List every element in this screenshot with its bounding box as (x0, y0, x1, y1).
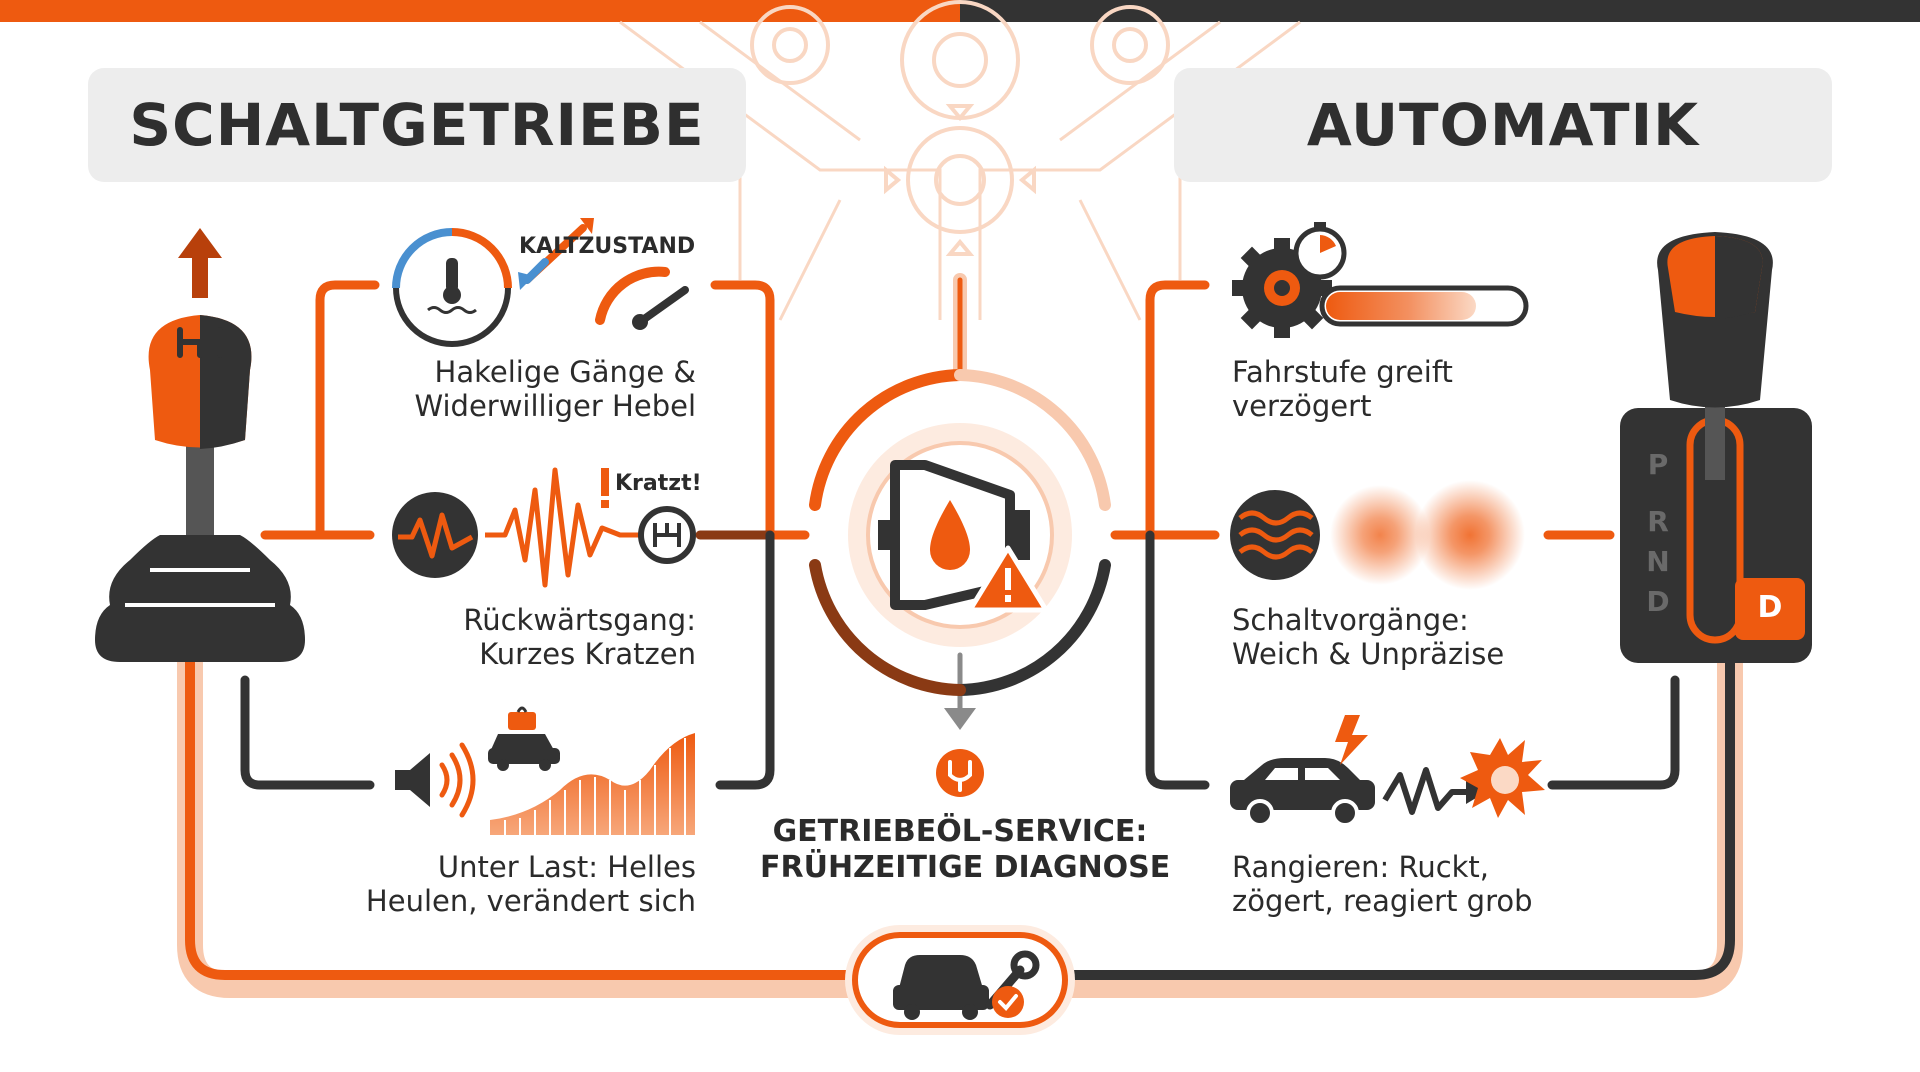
blurry-shift-glow (1330, 480, 1525, 590)
connectors (177, 273, 1743, 998)
manual-symptom-2-line-1: Rückwärtsgang: (463, 603, 696, 637)
gear-letter-d: D (1646, 585, 1670, 618)
top-bar-accent (0, 0, 960, 22)
soft-shift-wave-icon (1230, 490, 1320, 580)
car-service-badge (845, 925, 1075, 1035)
manual-symptom-3-text: Unter Last: Helles Heulen, verändert sic… (366, 850, 696, 918)
left-header-panel (88, 68, 746, 182)
car-jerk-icon (1230, 758, 1375, 827)
automatic-symptom-3-line-1: Rangieren: Ruckt, (1232, 850, 1490, 884)
warning-icon (967, 545, 1049, 613)
service-diagnosis-text: GETRIEBEÖL-SERVICE: FRÜHZEITIGE DIAGNOSE (760, 814, 1171, 886)
automatic-symptom-1-line-2: verzögert (1232, 389, 1372, 423)
manual-symptom-1-text: Hakelige Gänge & Widerwilliger Hebel (414, 355, 696, 423)
outer-loop-orange (185, 655, 865, 980)
vibration-icon (392, 492, 478, 578)
jerk-zigzag-arrow-icon (1382, 767, 1470, 815)
delay-progress-bar (1319, 285, 1529, 327)
right-header-panel (1174, 68, 1832, 182)
gear-letter-n: N (1646, 545, 1670, 578)
outer-loop-right-dark (1055, 655, 1735, 980)
manual-symptom-3-line-1: Unter Last: Helles (437, 850, 696, 884)
automatic-symptom-2-text: Schaltvorgänge: Weich & Unpräzise (1232, 603, 1504, 671)
top-bar-dark (960, 0, 1920, 22)
coolant-temp-gauge-icon (392, 228, 512, 347)
automatic-gear-selector (1620, 232, 1812, 663)
active-gear-indicator: D (1757, 590, 1783, 625)
temperature-arrow-icon (518, 218, 594, 290)
speaker-icon (395, 742, 476, 818)
manual-symptom-1-line-2: Widerwilliger Hebel (414, 389, 696, 423)
outer-loop-right-light (1047, 647, 1743, 998)
service-sensor-icon (936, 749, 984, 797)
automatic-symptom-1-text: Fahrstufe greift verzögert (1232, 355, 1453, 423)
speedometer-icon (595, 266, 689, 330)
manual-symptom-2-line-2: Kurzes Kratzen (479, 637, 696, 671)
automatic-symptom-3-text: Rangieren: Ruckt, zögert, reagiert grob (1232, 850, 1533, 918)
gear-letter-p: P (1647, 448, 1669, 481)
loaded-car-icon (488, 706, 560, 771)
scratch-waveform-icon (485, 467, 640, 588)
down-arrow-icon (944, 708, 976, 730)
automatic-header-title: AUTOMATIK (1306, 91, 1700, 159)
sound-area-bars (504, 738, 686, 835)
service-line-1: GETRIEBEÖL-SERVICE: (772, 814, 1148, 849)
gear-letter-r: R (1647, 505, 1669, 538)
lightning-icon (1335, 715, 1368, 765)
alert-mark-icon (601, 468, 609, 508)
cold-state-label: KALTZUSTAND (519, 234, 696, 259)
automatic-symptom-2-line-1: Schaltvorgänge: (1232, 603, 1469, 637)
manual-header-title: SCHALTGETRIEBE (129, 91, 705, 159)
gear-timer-icon (1232, 222, 1347, 338)
rising-sound-area-icon (490, 733, 695, 835)
background-gears (750, 0, 1170, 256)
manual-symptom-3-line-2: Heulen, verändert sich (365, 884, 696, 918)
automatic-symptom-3-line-2: zögert, reagiert grob (1232, 884, 1533, 918)
manual-symptom-2-text: Rückwärtsgang: Kurzes Kratzen (463, 603, 696, 671)
manual-gear-stick (95, 228, 305, 662)
shift-pattern-icon (638, 506, 696, 564)
scratch-label: Kratzt! (615, 471, 702, 496)
automatic-symptom-2-line-2: Weich & Unpräzise (1232, 637, 1505, 671)
automatic-symptom-1-line-1: Fahrstufe greift (1232, 355, 1453, 389)
service-line-2: FRÜHZEITIGE DIAGNOSE (760, 850, 1171, 885)
manual-symptom-1-line-1: Hakelige Gänge & (434, 355, 696, 389)
